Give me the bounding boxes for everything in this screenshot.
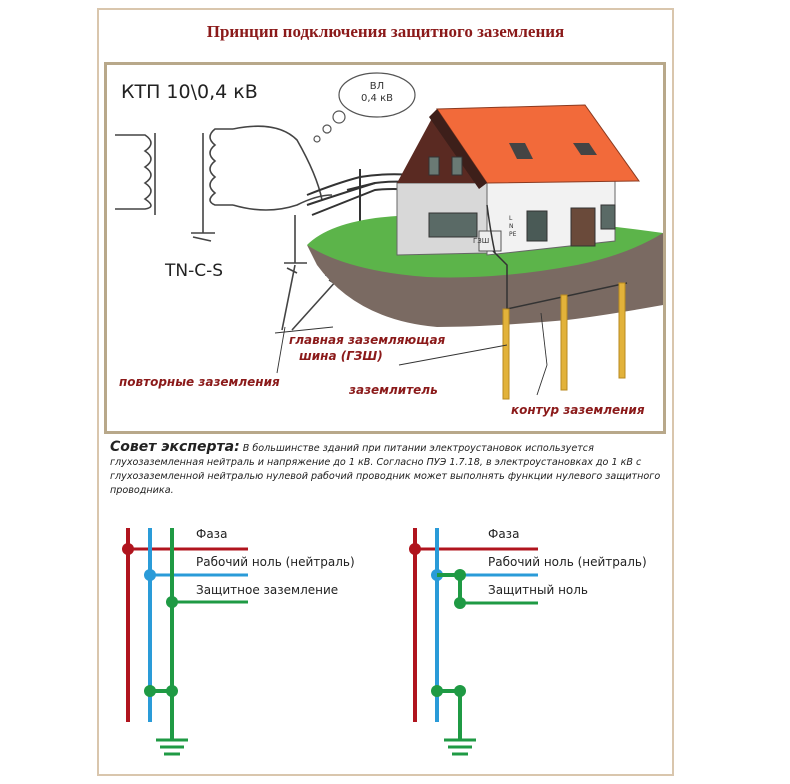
ground-loop-label: контур заземления — [511, 403, 645, 417]
gzsh-label-line-2: шина (ГЗШ) — [299, 349, 383, 363]
left-phase-label: Фаза — [196, 527, 228, 541]
repeat-ground-label: повторные заземления — [119, 375, 280, 389]
panel-l: L — [509, 215, 513, 222]
panel-legend: L N PE — [509, 215, 516, 239]
electrode-label: заземлитель — [349, 383, 438, 397]
page-title: Принцип подключения защитного заземления — [206, 22, 565, 41]
ground-rods — [502, 282, 626, 400]
advice-heading: Совет эксперта: — [110, 439, 240, 455]
panel-n: N — [509, 223, 514, 230]
house-icon — [396, 104, 640, 256]
illustration-panel: КТП 10\0,4 кВ TN-C-S ВЛ 0,4 кВ ГЗШ L N P… — [104, 62, 666, 434]
left-protective-label: Защитное заземление — [196, 583, 339, 597]
right-protective-label: Защитный ноль — [488, 583, 589, 597]
transformer-icon — [115, 125, 333, 242]
right-neutral-label: Рабочий ноль (нейтраль) — [488, 555, 647, 569]
advice-text: В большинстве зданий при питании электро… — [110, 443, 661, 496]
ktp-label: КТП 10\0,4 кВ — [121, 81, 258, 103]
gzsh-label-line-1: главная заземляющая — [289, 333, 446, 347]
system-label: TN-C-S — [165, 261, 224, 281]
left-neutral-label: Рабочий ноль (нейтраль) — [196, 555, 355, 569]
right-phase-label: Фаза — [488, 527, 520, 541]
expert-advice: Совет эксперта: В большинстве зданий при… — [110, 440, 666, 498]
panel-pe: PE — [509, 231, 517, 238]
cloud-icon — [313, 72, 416, 143]
panel-tag: ГЗШ — [473, 237, 490, 245]
grounding-illustration — [115, 72, 663, 400]
cloud-text: ВЛ 0,4 кВ — [339, 81, 415, 105]
cloud-line-1: ВЛ — [369, 81, 385, 92]
cloud-line-2: 0,4 кВ — [361, 93, 393, 104]
